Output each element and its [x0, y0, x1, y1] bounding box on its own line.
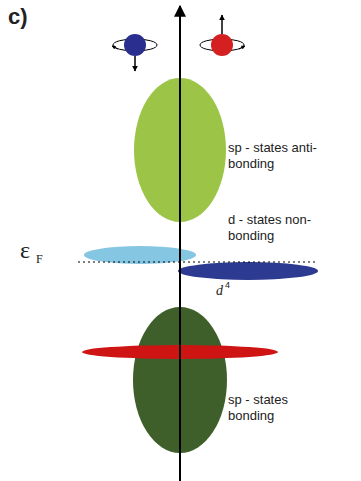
config-label: d — [216, 283, 223, 300]
fermi-symbol: ε — [20, 236, 30, 265]
fermi-level — [78, 261, 318, 262]
config-superscript: 4 — [225, 280, 230, 291]
d-band-majority — [178, 262, 318, 280]
energy-axis — [179, 6, 181, 481]
spin-down-symbol — [112, 34, 157, 71]
band-label: sp - states anti- bonding — [228, 140, 320, 171]
panel-label: c) — [8, 4, 28, 30]
fermi-subscript: F — [36, 252, 43, 266]
band-label: d - states non-bonding — [228, 212, 320, 243]
band-label: sp - states bonding — [228, 392, 320, 423]
spin-up-symbol — [200, 15, 245, 56]
